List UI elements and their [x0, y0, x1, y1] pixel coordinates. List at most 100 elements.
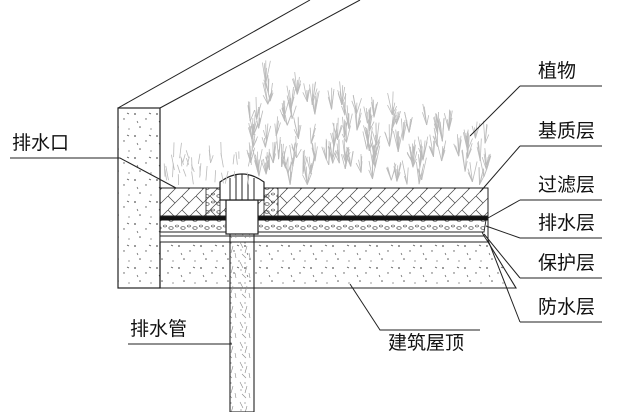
- grass-blade: [249, 126, 254, 148]
- grass-blade: [306, 164, 312, 185]
- grass-blade: [341, 86, 346, 105]
- grass-blade: [246, 172, 249, 185]
- grass-blade: [266, 125, 272, 141]
- grass-blade: [416, 161, 420, 185]
- grass-blade: [191, 157, 193, 171]
- grass-blade: [355, 162, 362, 173]
- grass-blade: [247, 152, 252, 163]
- grass-blade: [290, 89, 294, 110]
- grass-blade: [406, 151, 413, 162]
- grass-blade: [302, 174, 308, 185]
- grass-blade: [295, 135, 297, 158]
- grass-blade: [267, 92, 273, 105]
- label-filter: 过滤层: [538, 174, 596, 196]
- grass-blade: [214, 170, 216, 183]
- grass-blade: [342, 140, 346, 163]
- grass-blade: [376, 135, 381, 146]
- grass-blade: [306, 157, 312, 174]
- grass-blade: [343, 127, 345, 138]
- grass-blade: [375, 123, 377, 146]
- grass-blade: [341, 154, 346, 169]
- grass-blade: [354, 108, 358, 131]
- grass-blade: [272, 141, 276, 164]
- grass-blade: [391, 113, 394, 131]
- drain-fitting: [225, 199, 259, 235]
- grass-blade: [374, 145, 381, 169]
- label-pipe: 排水管: [130, 318, 188, 340]
- grass-blade: [258, 106, 260, 129]
- grass-blade: [408, 118, 413, 133]
- grass-blade: [486, 153, 491, 171]
- roof-slab: [159, 241, 517, 289]
- grass-blade: [247, 152, 252, 167]
- grass-blade: [417, 168, 423, 180]
- grass-blade: [467, 143, 473, 159]
- grass-blade: [232, 154, 235, 165]
- protection-layer: [159, 231, 485, 237]
- grass-blade: [208, 149, 211, 158]
- grass-blade: [370, 134, 376, 157]
- grass-blade: [441, 146, 444, 162]
- grass-blade: [265, 124, 267, 141]
- grass-blade: [163, 163, 166, 177]
- drain-pipe: [229, 231, 255, 412]
- grass-blade: [221, 172, 224, 184]
- grass-blade: [372, 152, 378, 166]
- grass-blade: [396, 163, 402, 182]
- grass-blade: [276, 135, 279, 160]
- grass-blade: [171, 154, 175, 171]
- grass-blade: [324, 156, 330, 166]
- label-drainage: 排水层: [538, 212, 596, 234]
- grass-blade: [442, 127, 444, 142]
- grass-blade: [364, 139, 368, 150]
- grass-blade: [260, 160, 267, 175]
- drain-gravel-ring-right: [263, 187, 279, 217]
- grass-blade: [350, 151, 354, 167]
- grass-blade: [483, 153, 487, 171]
- grass-blade: [356, 98, 362, 114]
- grass-blade: [443, 112, 450, 131]
- grass-blade: [172, 163, 174, 178]
- grass-blade: [384, 131, 390, 147]
- grass-blade: [265, 163, 269, 175]
- grass-blade: [286, 113, 293, 126]
- grass-blade: [433, 123, 439, 135]
- grass-blade: [262, 95, 269, 105]
- grass-blade: [409, 156, 414, 168]
- grass-blade: [368, 127, 373, 151]
- grass-blade: [264, 137, 266, 148]
- grass-blade: [411, 139, 416, 162]
- label-waterproof: 防水层: [538, 296, 596, 318]
- grass-blade: [426, 115, 430, 126]
- grass-blade: [281, 146, 287, 167]
- grass-blade: [291, 105, 297, 119]
- grass-blade: [479, 174, 483, 185]
- grass-blade: [346, 125, 351, 143]
- grass-blade: [332, 132, 335, 147]
- label-substrate: 基质层: [538, 120, 596, 142]
- grass-blade: [406, 167, 409, 185]
- grass-blade: [262, 62, 267, 84]
- grass-blade: [191, 171, 194, 185]
- grass-blade: [296, 76, 300, 95]
- grass-blade: [287, 97, 292, 110]
- grass-blade: [390, 163, 397, 181]
- grass-blade: [327, 90, 332, 110]
- grass-blade: [366, 125, 371, 150]
- grass-blade: [309, 84, 313, 105]
- grass-blade: [465, 137, 469, 150]
- leader-lines: [10, 85, 602, 345]
- label-roof: 建筑屋顶: [388, 332, 465, 354]
- grass-blade: [337, 124, 342, 140]
- grass-blade: [249, 109, 255, 122]
- grass-blade: [235, 151, 238, 165]
- waterproof-layer: [159, 235, 489, 243]
- grass-blade: [420, 139, 424, 161]
- grass-blade: [264, 82, 269, 105]
- grass-blade: [254, 110, 259, 129]
- grass-blade: [484, 151, 487, 166]
- grass-blade: [472, 161, 478, 182]
- grass-blade: [467, 168, 473, 183]
